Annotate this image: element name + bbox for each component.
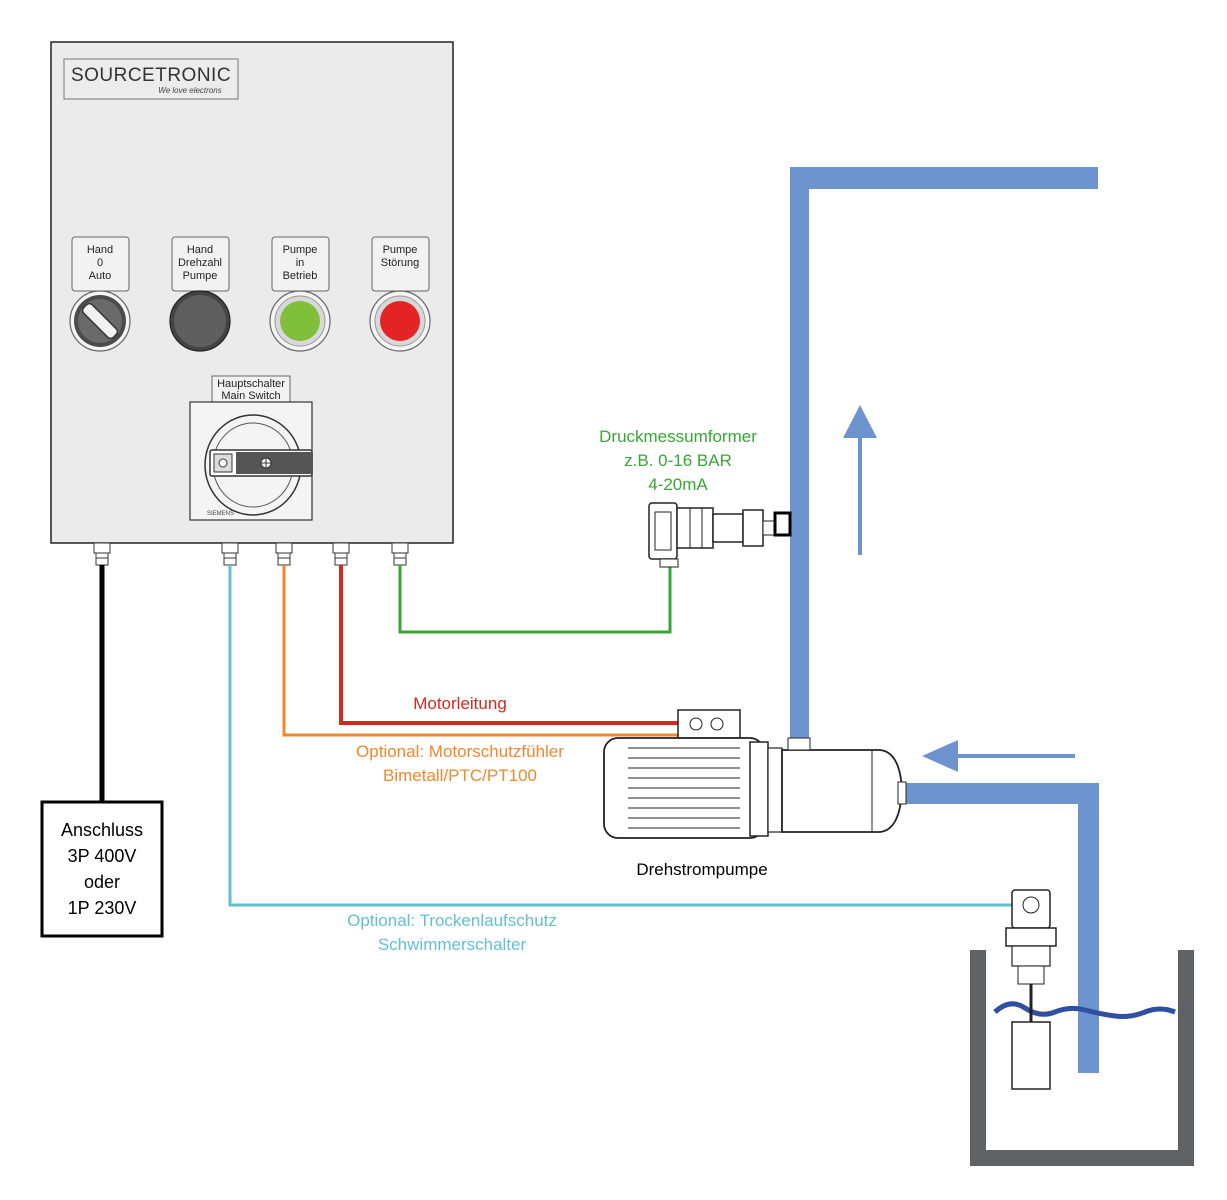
motor-sensor-cable: [282, 565, 680, 737]
float-label-line: Schwimmerschalter: [378, 935, 527, 954]
button-label: Pumpe: [183, 270, 218, 282]
button-label: Hand: [87, 244, 113, 256]
pressure-label-line: z.B. 0-16 BAR: [624, 451, 732, 470]
switch-handle-icon: [236, 452, 312, 474]
three-phase-pump: [603, 709, 907, 839]
discharge-pipe-top: [790, 167, 1098, 189]
motor-cable: [339, 565, 680, 725]
button-label: Drehzahl: [178, 257, 222, 269]
button-label: Pumpe: [383, 244, 418, 256]
selector-knob-icon: [81, 302, 119, 340]
pipework: [790, 167, 1099, 1073]
supply-label: Anschluss: [61, 820, 143, 840]
button-label: Hand: [187, 244, 213, 256]
tank-wall: [970, 950, 1194, 1166]
pressure-label: Druckmessumformer z.B. 0-16 BAR 4-20mA: [599, 427, 757, 494]
control-panel: SOURCETRONIC We love electrons Hand 0 Au…: [50, 41, 454, 566]
motor-cable-label: Motorleitung: [413, 694, 507, 713]
supply-box: Anschluss 3P 400V oder 1P 230V: [40, 800, 164, 938]
button-label: Betrieb: [283, 270, 318, 282]
cable-gland: [275, 542, 293, 566]
lamp-pumpe-stoerung: Pumpe Störung: [369, 236, 431, 352]
cable-gland: [221, 542, 239, 566]
brand-tagline: We love electrons: [158, 86, 221, 95]
pump-label: Drehstrompumpe: [636, 860, 767, 879]
pressure-sensor-cable: [398, 565, 672, 634]
cable-glands: [93, 542, 409, 566]
water-surface-icon: [993, 1001, 1176, 1019]
motor-protection-label-line: Bimetall/PTC/PT100: [383, 766, 537, 785]
button-label: Störung: [381, 257, 420, 269]
red-lamp-icon: [380, 301, 420, 341]
supply-label: 3P 400V: [68, 846, 137, 866]
float-switch: [1005, 889, 1057, 1090]
brand-name: SOURCETRONIC: [71, 65, 231, 86]
button-hand-drehzahl[interactable]: Hand Drehzahl Pumpe: [169, 236, 231, 352]
cable-gland: [391, 542, 409, 566]
main-switch-label: Main Switch: [221, 390, 280, 402]
suction-pipe-down: [1078, 783, 1099, 1073]
cable-gland: [93, 542, 111, 566]
motor-protection-label: Optional: Motorschutzfühler Bimetall/PTC…: [356, 742, 564, 785]
pressure-label-line: 4-20mA: [648, 475, 708, 494]
main-switch-label: Hauptschalter: [217, 378, 285, 390]
float-switch-label: Optional: Trockenlaufschutz Schwimmersch…: [347, 911, 557, 954]
cable-gland: [332, 542, 350, 566]
flow-arrow-up-icon: [843, 405, 877, 555]
pressure-label-line: Druckmessumformer: [599, 427, 757, 446]
supply-label: oder: [84, 872, 120, 892]
button-label: 0: [97, 257, 103, 269]
button-label: Pumpe: [283, 244, 318, 256]
green-lamp-icon: [280, 301, 320, 341]
button-label: Auto: [89, 270, 112, 282]
water-tank: [970, 950, 1194, 1166]
switch-maker-logo: SIEMENS: [207, 511, 234, 517]
discharge-pipe: [790, 167, 809, 747]
main-switch[interactable]: Hauptschalter Main Switch SIEMENS: [189, 375, 313, 521]
supply-label: 1P 230V: [68, 898, 137, 918]
selector-hand-auto[interactable]: Hand 0 Auto: [69, 236, 131, 352]
brand-logo: SOURCETRONIC We love electrons: [63, 58, 239, 100]
suction-pipe: [900, 783, 1099, 804]
motor-protection-label-line: Optional: Motorschutzfühler: [356, 742, 564, 761]
float-label-line: Optional: Trockenlaufschutz: [347, 911, 557, 930]
lamp-pumpe-in-betrieb: Pumpe in Betrieb: [269, 236, 331, 352]
flow-arrow-left-icon: [922, 740, 1075, 772]
pressure-transmitter: [648, 502, 792, 568]
button-label: in: [296, 257, 305, 269]
